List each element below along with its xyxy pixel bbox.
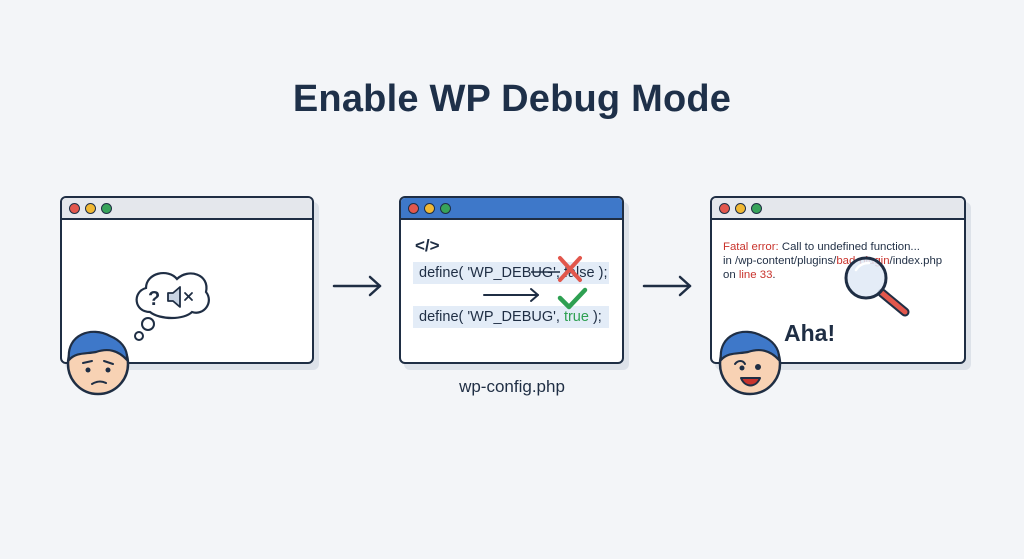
happy-face-avatar [718, 330, 782, 396]
maximize-dot-icon [751, 202, 762, 214]
file-caption: wp-config.php [459, 377, 565, 396]
error-text: Call to undefined function... [778, 241, 920, 253]
error-line-suffix: . [772, 269, 776, 281]
code-line-suffix: ); [588, 309, 602, 325]
close-dot-icon [69, 202, 80, 214]
maximize-dot-icon [101, 202, 112, 214]
error-line-number: line 33 [738, 269, 773, 281]
thought-bubble-icon: ? [134, 271, 210, 341]
true-value: true [563, 309, 589, 325]
minimize-dot-icon [424, 202, 435, 214]
check-mark-icon [557, 287, 588, 310]
code-tag-icon: </> [415, 236, 440, 255]
arrow-right-icon [642, 275, 692, 297]
error-line-prefix: on [723, 269, 739, 281]
muted-speaker-icon [167, 286, 193, 308]
error-message: Fatal error: Call to undefined function.… [723, 240, 942, 282]
error-path-suffix: /index.php [889, 255, 943, 267]
question-mark-text: ? [148, 288, 160, 310]
magnifying-glass-icon [844, 256, 910, 317]
code-line-suffix: ); [594, 265, 608, 281]
close-dot-icon [408, 202, 419, 214]
aha-exclamation: Aha! [784, 320, 836, 346]
close-dot-icon [719, 202, 730, 214]
code-line-prefix: define( 'WP_DEBUG', [419, 265, 564, 281]
confused-face-avatar [66, 330, 130, 396]
error-path-prefix: in /wp-content/plugins/ [723, 255, 837, 267]
minimize-dot-icon [735, 202, 746, 214]
error-label: Fatal error: [723, 241, 779, 253]
window-titlebar [62, 198, 312, 220]
maximize-dot-icon [440, 202, 451, 214]
cross-mark-icon [558, 256, 582, 282]
window-titlebar [712, 198, 964, 220]
code-line-debug-true: define( 'WP_DEBUG', true ); [413, 306, 609, 328]
code-line-prefix: define( 'WP_DEBUG', [419, 309, 564, 325]
error-line-3: on line 33. [723, 268, 942, 282]
error-line-1: Fatal error: Call to undefined function.… [723, 240, 942, 254]
minimize-dot-icon [85, 202, 96, 214]
window-titlebar [401, 198, 622, 220]
replace-arrow-icon [483, 288, 539, 302]
arrow-right-icon [332, 275, 382, 297]
error-line-2: in /wp-content/plugins/bad-plugin/index.… [723, 254, 942, 268]
page-title: Enable WP Debug Mode [292, 78, 732, 120]
